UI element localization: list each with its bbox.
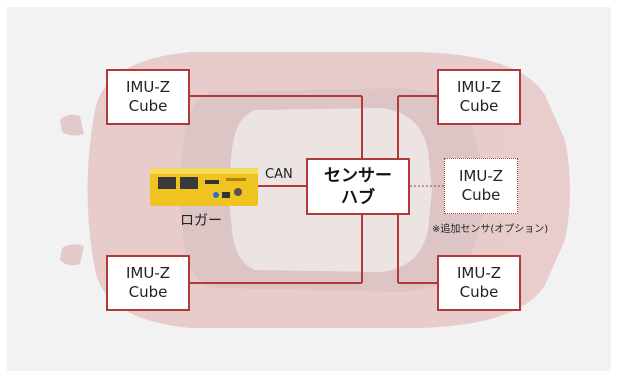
can-bus-label: CAN (265, 167, 293, 182)
optional-sensor-note: ※追加センサ(オプション) (432, 224, 549, 235)
imu-cube-model-label: IMU-Z (458, 167, 504, 185)
imu-cube-box-top-right: IMU-Z Cube (437, 69, 521, 125)
imu-cube-box-bottom-right: IMU-Z Cube (437, 255, 521, 311)
data-logger-device-icon (150, 168, 258, 206)
imu-cube-box-optional: IMU-Z Cube (444, 158, 518, 214)
imu-cube-model-label: IMU-Z (125, 264, 171, 282)
imu-cube-type-label: Cube (128, 97, 168, 115)
imu-cube-type-label: Cube (459, 283, 499, 301)
imu-cube-model-label: IMU-Z (456, 78, 502, 96)
imu-cube-box-top-left: IMU-Z Cube (106, 69, 190, 125)
imu-cube-type-label: Cube (461, 186, 501, 204)
sensor-hub-label-line1: センサー (324, 165, 392, 186)
logger-label: ロガー (180, 213, 222, 229)
imu-cube-type-label: Cube (128, 283, 168, 301)
imu-cube-box-bottom-left: IMU-Z Cube (106, 255, 190, 311)
imu-cube-model-label: IMU-Z (125, 78, 171, 96)
connection-lines (190, 95, 437, 284)
imu-cube-model-label: IMU-Z (456, 264, 502, 282)
sensor-hub-box: センサー ハブ (306, 158, 410, 215)
imu-cube-type-label: Cube (459, 97, 499, 115)
sensor-hub-label-line2: ハブ (341, 187, 375, 208)
